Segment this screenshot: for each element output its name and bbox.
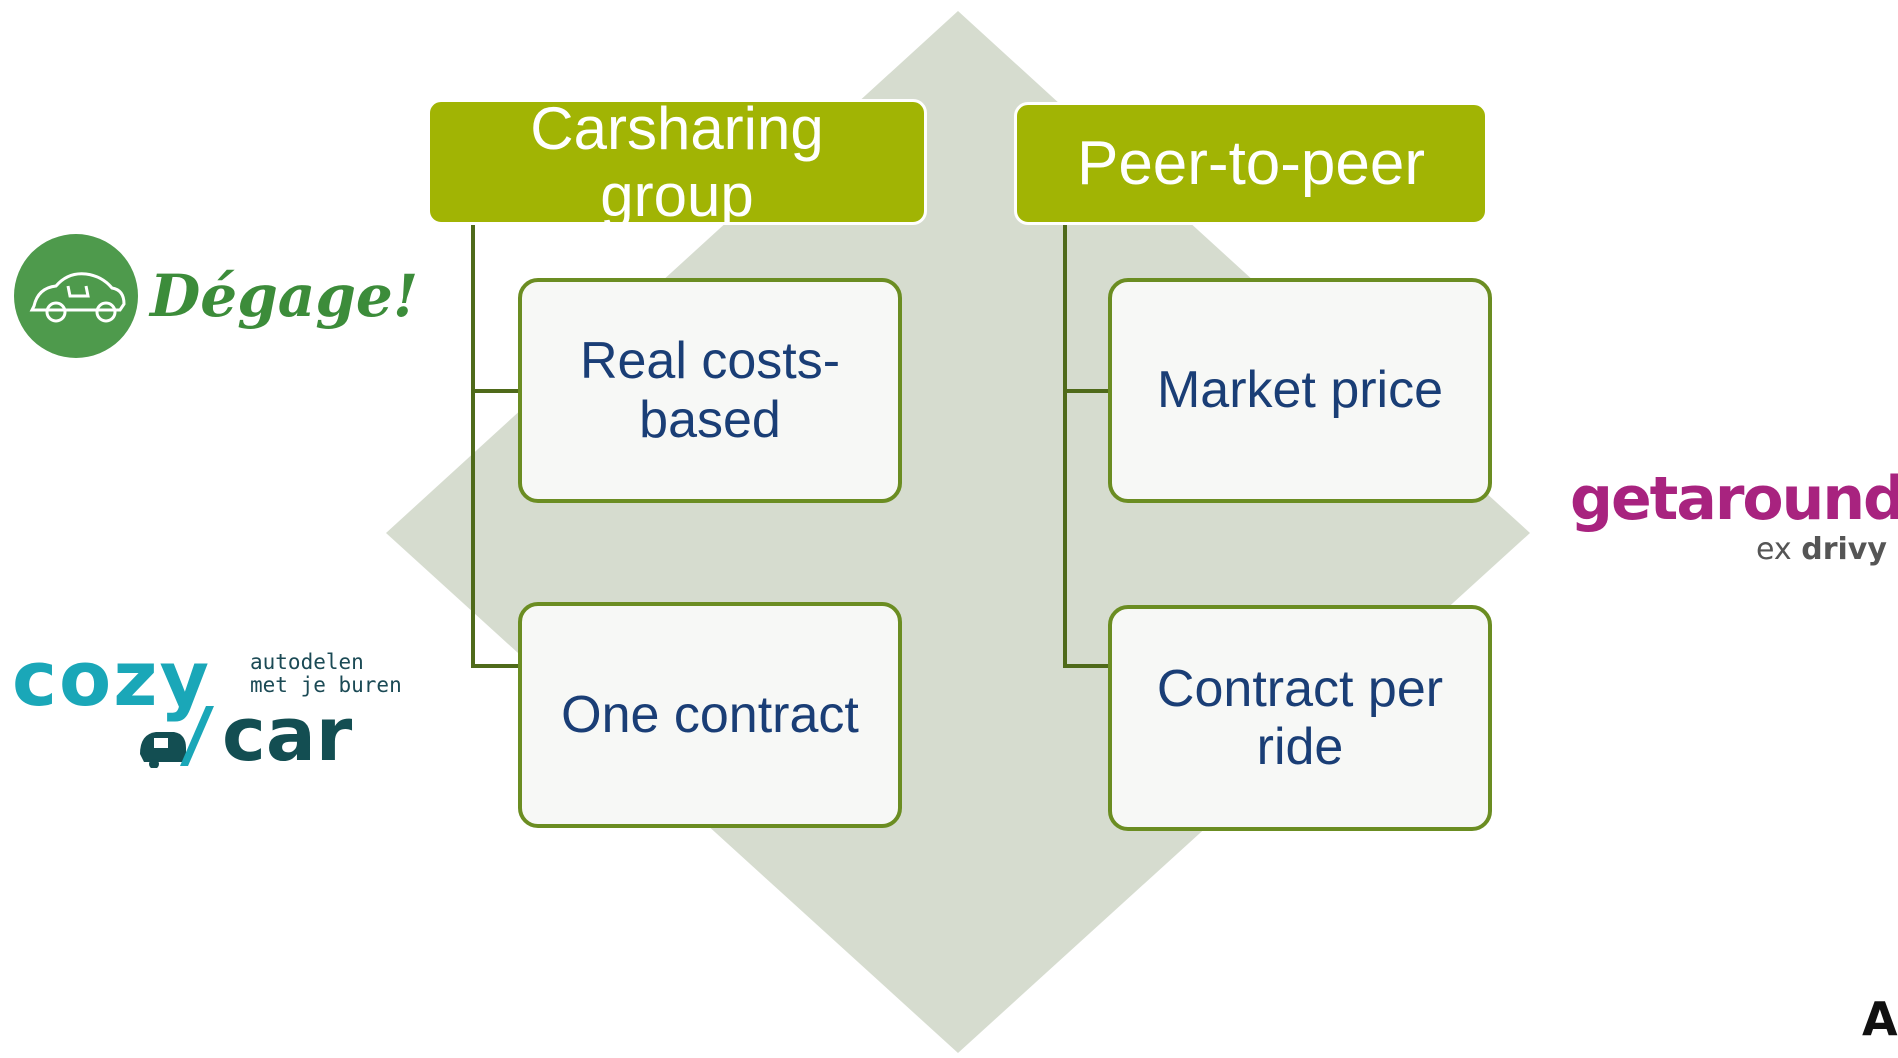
header-carsharing-label: Carsharing group: [530, 99, 824, 225]
connector-vertical-right: [1063, 222, 1067, 668]
getaround-wordmark: getaround: [1570, 464, 1898, 534]
connector-branch-right-2: [1063, 664, 1111, 668]
getaround-sub-brand: drivy: [1801, 532, 1887, 567]
getaround-sub: ex drivy: [1756, 532, 1887, 567]
node-real-costs-label: Real costs-based: [579, 332, 841, 449]
connector-branch-left-1: [471, 389, 523, 393]
node-real-costs-based: Real costs-based: [518, 278, 902, 503]
cozycar-tagline-line1: autodelen: [250, 650, 364, 674]
node-market-price-label: Market price: [1156, 361, 1444, 420]
cozycar-tagline-line2: met je buren: [250, 673, 402, 697]
cozycar-word-car: car: [222, 692, 353, 778]
header-peer-to-peer: Peer-to-peer: [1014, 102, 1488, 225]
plug-car-icon: [140, 706, 214, 768]
header-carsharing-group: Carsharing group: [427, 99, 927, 225]
cozycar-logo: cozy autodelen met je buren car: [12, 634, 402, 778]
node-one-contract: One contract: [518, 602, 902, 828]
connector-vertical-left: [471, 222, 475, 668]
connector-branch-left-2: [471, 664, 523, 668]
node-contract-per-ride-label: Contract per ride: [1156, 659, 1444, 776]
degage-logo: Dégage!: [12, 232, 418, 360]
connector-branch-right-1: [1063, 389, 1111, 393]
partial-logo-letter: A: [1862, 992, 1898, 1046]
header-peer-to-peer-label: Peer-to-peer: [1076, 128, 1426, 198]
car-circle-icon: [14, 234, 138, 358]
degage-wordmark: Dégage!: [150, 262, 419, 330]
node-contract-per-ride: Contract per ride: [1108, 605, 1492, 831]
cozycar-word-cozy: cozy: [12, 634, 212, 723]
node-one-contract-label: One contract: [561, 685, 859, 744]
node-market-price: Market price: [1108, 278, 1492, 503]
getaround-sub-prefix: ex: [1756, 532, 1792, 567]
getaround-logo: getaround ex drivy: [1570, 464, 1898, 584]
